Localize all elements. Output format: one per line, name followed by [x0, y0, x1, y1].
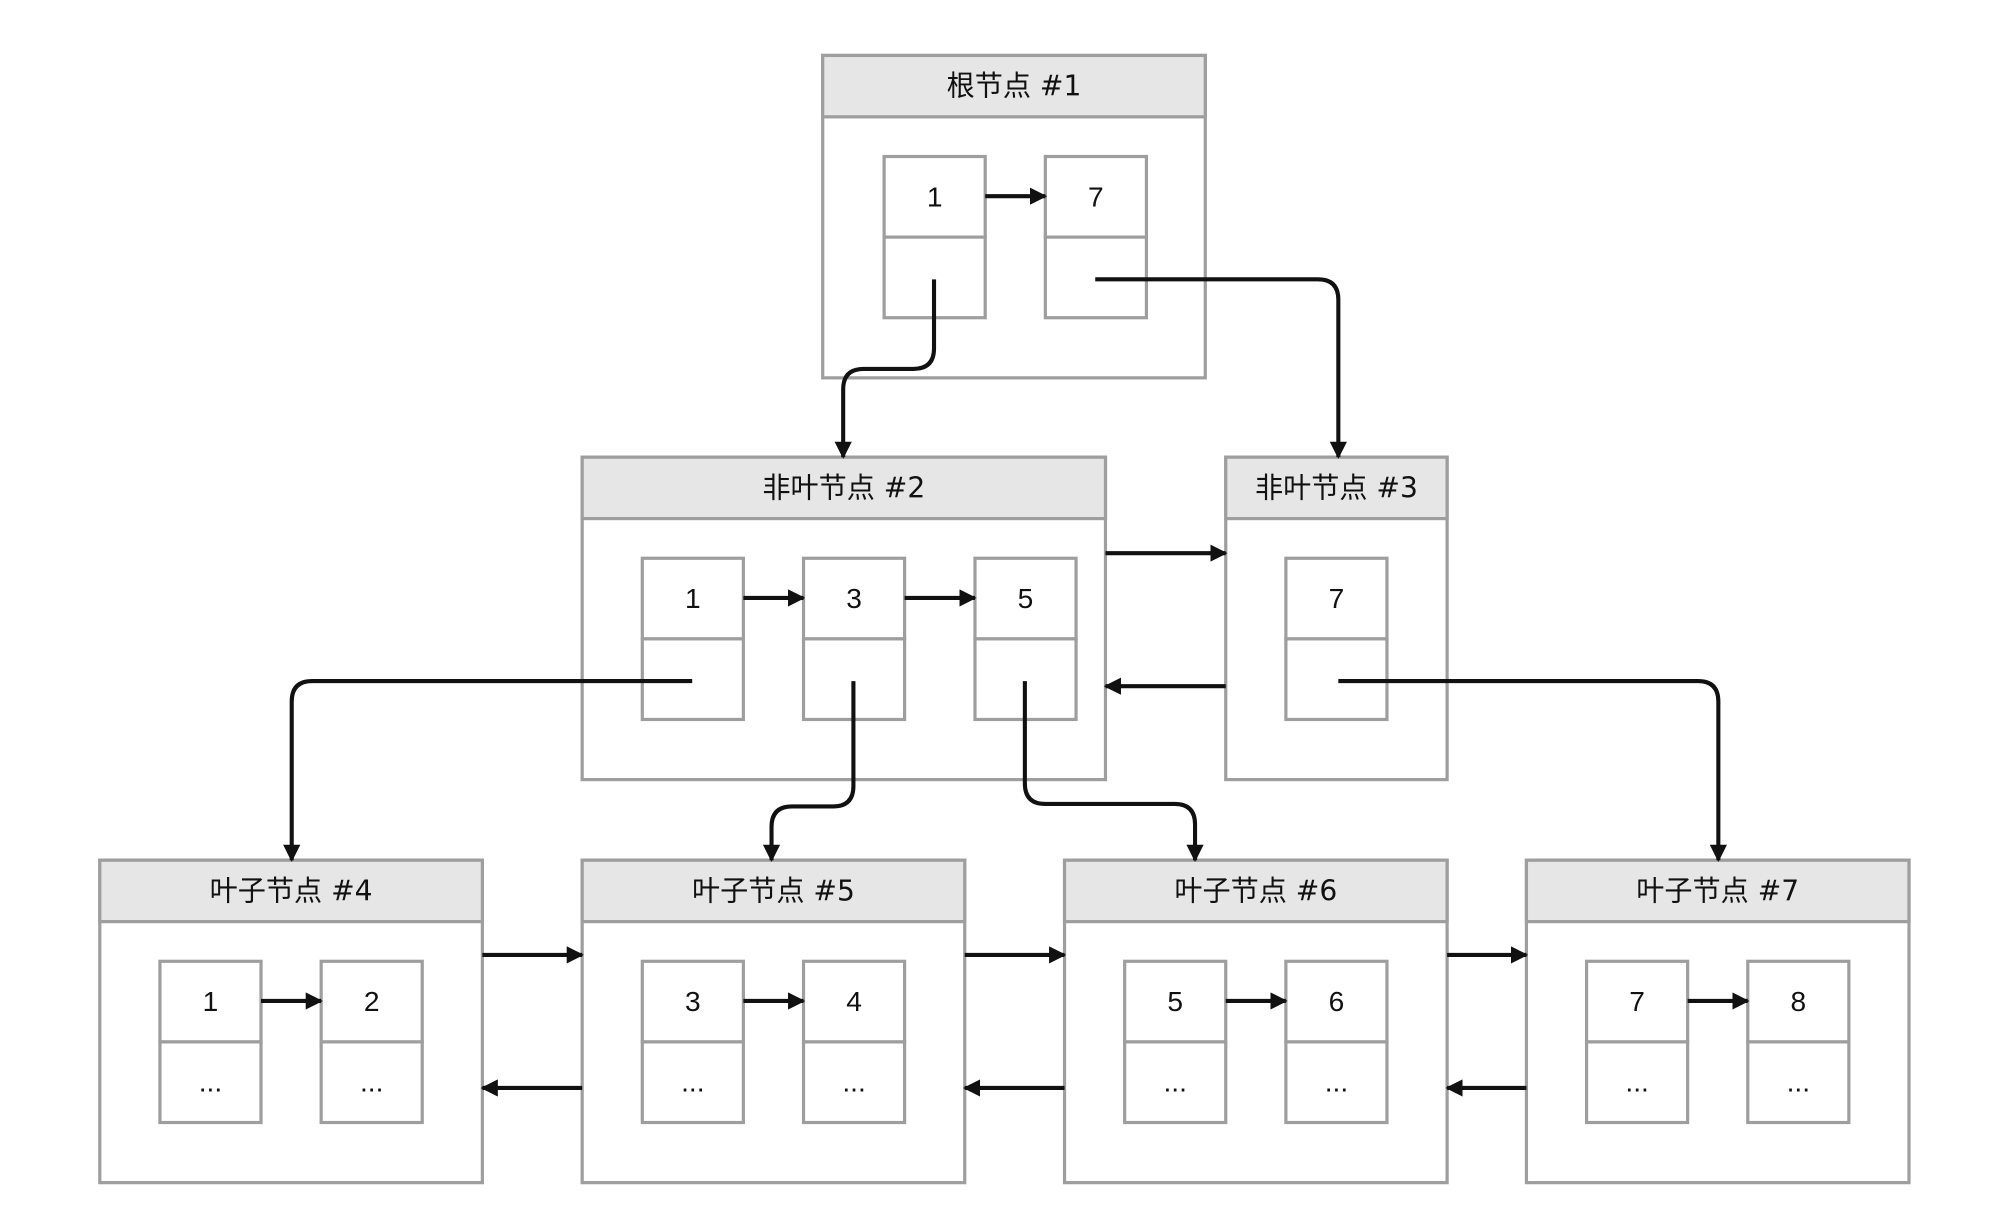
node-leaf-5-title: 叶子节点 #5 [692, 874, 855, 907]
node-leaf-4-header [98, 858, 484, 924]
cell-key: 8 [1790, 986, 1806, 1017]
node-leaf-5: 叶子节点 #5 3 ... 4 ... [580, 858, 967, 1185]
arrow-node-2-to-leaf-4 [283, 679, 693, 862]
cell-key: 5 [1018, 583, 1034, 614]
node-leaf-6-title: 叶子节点 #6 [1174, 874, 1337, 907]
cell-key: 7 [1629, 986, 1645, 1017]
cell-value: ... [842, 1067, 865, 1098]
cell-internal-3-a: 7 [1284, 556, 1389, 722]
cell-leaf-4-a: 1 ... [158, 959, 263, 1125]
cell-key: 1 [927, 181, 943, 212]
cell-value: ... [199, 1067, 222, 1098]
cell-internal-2-c: 5 [973, 556, 1078, 722]
node-root-1: 根节点 #1 1 7 [821, 53, 1207, 380]
node-leaf-5-header [580, 858, 967, 924]
node-internal-3-header [1224, 455, 1449, 521]
cell-root-1-b: 7 [1043, 154, 1149, 320]
node-internal-3: 非叶节点 #3 7 [1224, 455, 1449, 782]
child-pointer-arrows [283, 277, 1727, 862]
cell-internal-2-b: 3 [801, 556, 907, 722]
cell-leaf-4-b: 2 ... [319, 959, 424, 1125]
cell-leaf-5-a: 3 ... [640, 959, 745, 1125]
cell-value: ... [360, 1067, 383, 1098]
cell-key: 7 [1329, 583, 1345, 614]
node-internal-2: 非叶节点 #2 1 3 5 [580, 455, 1108, 782]
cell-value: ... [1325, 1067, 1348, 1098]
node-leaf-7: 叶子节点 #7 7 ... 8 ... [1524, 858, 1911, 1185]
cell-key: 1 [685, 583, 701, 614]
key-sibling-arrows [261, 187, 1750, 1010]
cell-leaf-6-b: 6 ... [1284, 959, 1389, 1125]
cell-key: 7 [1088, 181, 1104, 212]
node-internal-2-title: 非叶节点 #2 [762, 471, 925, 504]
cell-key: 5 [1167, 986, 1183, 1017]
cell-value: ... [1625, 1067, 1648, 1098]
cell-leaf-7-b: 8 ... [1746, 959, 1851, 1125]
cell-leaf-6-a: 5 ... [1123, 959, 1228, 1125]
cell-key: 3 [846, 583, 862, 614]
cell-key: 2 [364, 986, 380, 1017]
cell-leaf-5-b: 4 ... [801, 959, 907, 1125]
arrow-root-to-node-3 [1095, 277, 1347, 459]
node-leaf-6-header [1062, 858, 1449, 924]
cell-key: 1 [203, 986, 219, 1017]
arrow-root-to-node-2 [834, 279, 937, 459]
cell-key: 6 [1329, 986, 1345, 1017]
node-root-1-header [821, 53, 1207, 119]
node-internal-3-title: 非叶节点 #3 [1255, 471, 1418, 504]
arrow-node-2-to-leaf-6 [1022, 681, 1204, 862]
cell-key: 4 [846, 986, 862, 1017]
cell-value: ... [681, 1067, 704, 1098]
arrow-node-2-to-leaf-5 [762, 681, 856, 862]
cell-key: 3 [685, 986, 701, 1017]
node-internal-2-header [580, 455, 1108, 521]
node-leaf-4: 叶子节点 #4 1 ... 2 ... [98, 858, 484, 1185]
node-sibling-links [480, 544, 1529, 1097]
node-leaf-6: 叶子节点 #6 5 ... 6 ... [1062, 858, 1449, 1185]
node-leaf-4-title: 叶子节点 #4 [210, 874, 373, 907]
arrow-node-3-to-leaf-7 [1338, 679, 1727, 862]
cell-leaf-7-a: 7 ... [1584, 959, 1690, 1125]
node-leaf-7-title: 叶子节点 #7 [1636, 874, 1799, 907]
cell-value: ... [1787, 1067, 1810, 1098]
cell-internal-2-a: 1 [640, 556, 745, 722]
node-root-1-title: 根节点 #1 [947, 70, 1082, 103]
cell-value: ... [1163, 1067, 1186, 1098]
